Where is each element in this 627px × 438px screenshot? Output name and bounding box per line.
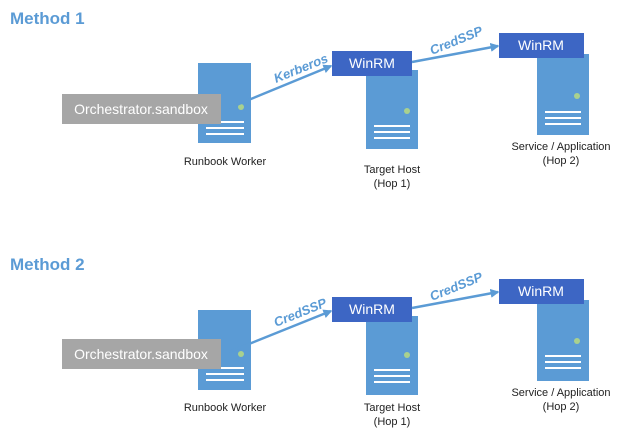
target-winrm-box bbox=[332, 51, 412, 76]
service-hop-label: (Hop 2) bbox=[543, 401, 580, 413]
target-hop-label: (Hop 1) bbox=[374, 416, 411, 428]
service-server-icon bbox=[537, 54, 589, 135]
service-winrm-box bbox=[499, 279, 584, 304]
arrow-1-protocol-label: Kerberos bbox=[272, 50, 331, 85]
target-host-label: Target Host bbox=[364, 402, 420, 414]
target-host-server-icon bbox=[366, 70, 418, 149]
service-winrm-label: WinRM bbox=[518, 37, 564, 53]
method-1-title: Method 1 bbox=[10, 9, 85, 28]
sandbox-box bbox=[62, 94, 221, 124]
target-winrm-label: WinRM bbox=[349, 301, 395, 317]
sandbox-box bbox=[62, 339, 221, 369]
arrow-worker-to-target bbox=[228, 64, 333, 110]
method-1-section: Method 1 Orchestrator.sandbox Runbook Wo… bbox=[10, 9, 611, 190]
arrow-target-to-service bbox=[411, 288, 500, 310]
target-hop-label: (Hop 1) bbox=[374, 178, 411, 190]
service-winrm-label: WinRM bbox=[518, 283, 564, 299]
service-label: Service / Application bbox=[511, 141, 610, 153]
service-label: Service / Application bbox=[511, 387, 610, 399]
target-winrm-label: WinRM bbox=[349, 55, 395, 71]
sandbox-label: Orchestrator.sandbox bbox=[74, 101, 208, 117]
method-2-section: Method 2 Orchestrator.sandbox Runbook Wo… bbox=[10, 255, 611, 428]
service-server-icon bbox=[537, 300, 589, 381]
target-host-server-icon bbox=[366, 316, 418, 395]
service-hop-label: (Hop 2) bbox=[543, 155, 580, 167]
service-winrm-box bbox=[499, 33, 584, 58]
target-host-label: Target Host bbox=[364, 164, 420, 176]
runbook-worker-label: Runbook Worker bbox=[184, 156, 267, 168]
runbook-worker-label: Runbook Worker bbox=[184, 402, 267, 414]
target-winrm-box bbox=[332, 297, 412, 322]
sandbox-label: Orchestrator.sandbox bbox=[74, 346, 208, 362]
arrow-worker-to-target bbox=[228, 309, 333, 354]
arrow-target-to-service bbox=[411, 42, 500, 64]
method-2-title: Method 2 bbox=[10, 255, 85, 274]
